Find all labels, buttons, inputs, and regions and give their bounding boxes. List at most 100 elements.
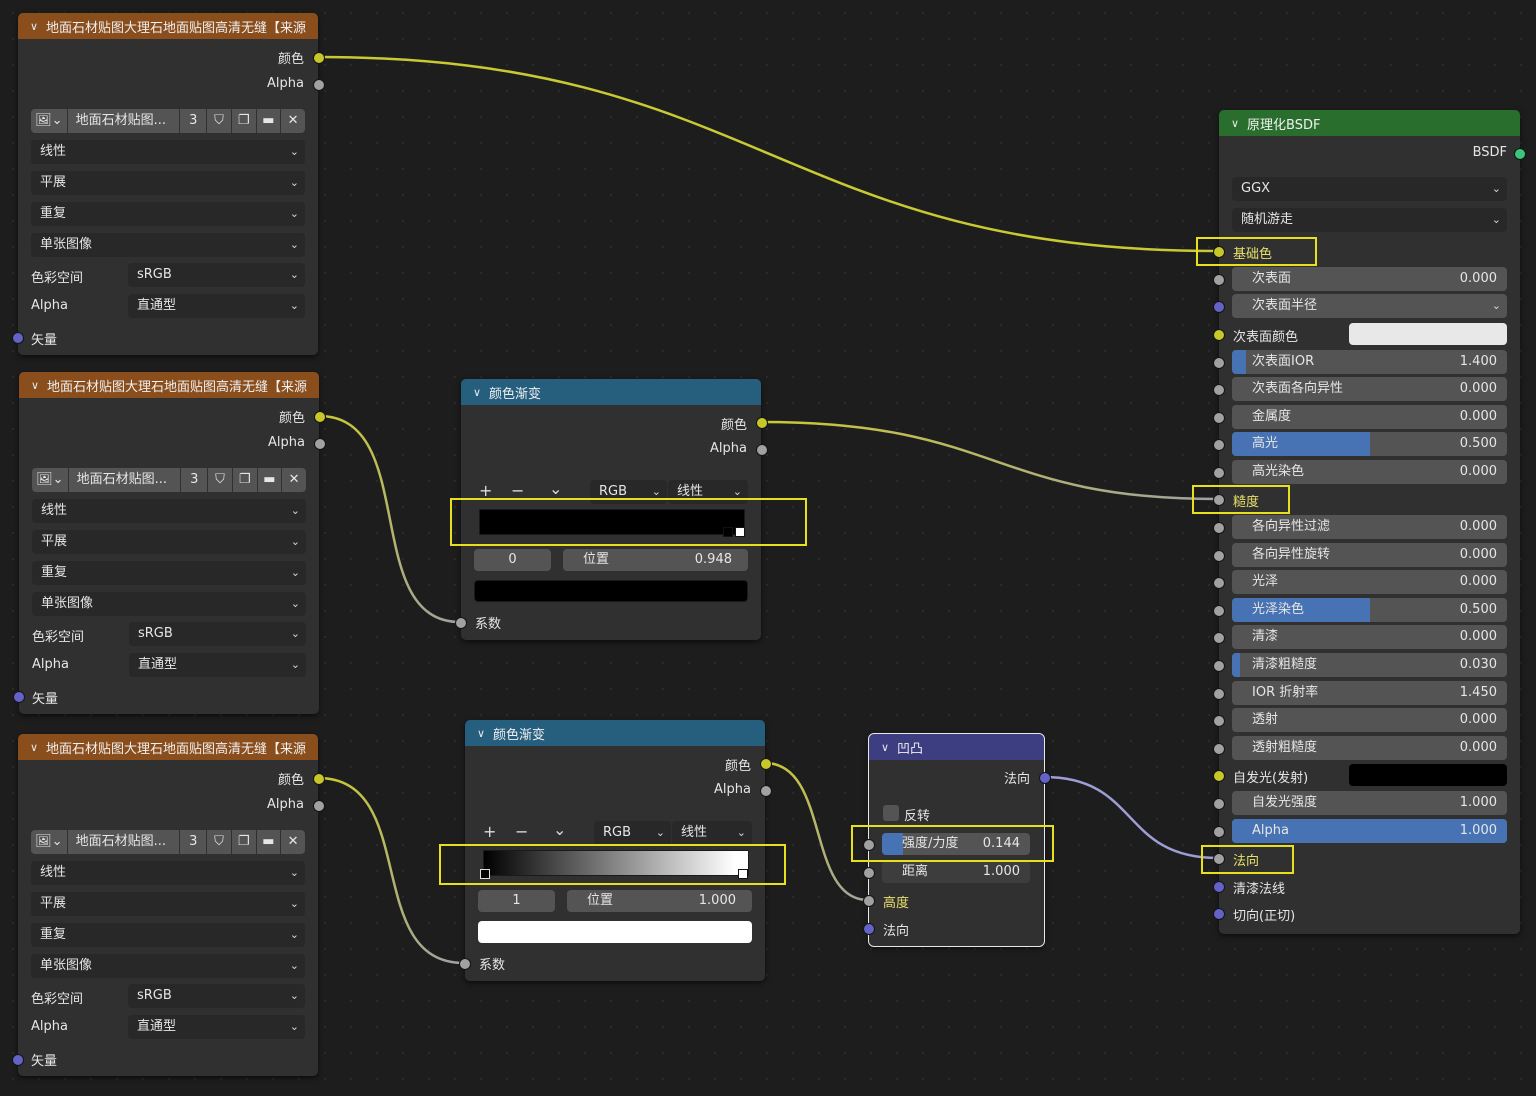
ramp2-color-output-socket[interactable] — [760, 758, 772, 770]
stop-color-swatch[interactable] — [474, 580, 748, 602]
fake-user-shield-icon[interactable]: ⛉ — [207, 109, 231, 133]
ramp1-fac-input-socket[interactable] — [455, 617, 467, 629]
alpha-mode-dropdown[interactable]: 直通型⌄ — [129, 653, 306, 677]
ramp1-color-output-socket[interactable] — [756, 417, 768, 429]
collapse-chevron-icon[interactable]: ∨ — [30, 740, 39, 754]
node-header[interactable]: ∨凹凸 — [869, 734, 1044, 760]
colorspace-dropdown[interactable]: sRGB⌄ — [129, 622, 306, 646]
node-header[interactable]: ∨地面石材贴图大理石地面贴图高清无缝【来源 — [18, 734, 318, 760]
image-name-field[interactable]: 地面石材贴图... — [68, 468, 181, 492]
image-texture-node-3[interactable]: ∨地面石材贴图大理石地面贴图高清无缝【来源 颜色 Alpha 🖼⌄ 地面石材贴图… — [18, 734, 318, 1076]
node-header[interactable]: ∨颜色渐变 — [465, 720, 765, 746]
color-mode-dropdown[interactable]: RGB⌄ — [590, 480, 667, 504]
image-browse-icon[interactable]: 🖼⌄ — [31, 830, 67, 854]
transmission-roughness-input-socket[interactable] — [1213, 743, 1225, 755]
tex2-color-output-socket[interactable] — [314, 411, 326, 423]
ramp-stop-black[interactable] — [480, 869, 490, 879]
tex1-color-output-socket[interactable] — [313, 52, 325, 64]
tex1-alpha-output-socket[interactable] — [313, 79, 325, 91]
tex3-alpha-output-socket[interactable] — [313, 800, 325, 812]
ramp2-fac-input-socket[interactable] — [459, 958, 471, 970]
collapse-chevron-icon[interactable]: ∨ — [473, 385, 482, 399]
bsdf-output-socket[interactable] — [1514, 148, 1526, 160]
color-ramp-gradient[interactable] — [479, 509, 745, 535]
node-header[interactable]: ∨原理化BSDF — [1219, 110, 1520, 136]
duplicate-icon[interactable]: ❐ — [232, 468, 257, 492]
tex2-vector-input-socket[interactable] — [13, 691, 25, 703]
tangent-input-socket[interactable] — [1213, 908, 1225, 920]
stop-color-swatch[interactable] — [478, 921, 752, 943]
clearcoat-normal-input-socket[interactable] — [1213, 881, 1225, 893]
remove-stop-icon[interactable]: − — [511, 481, 525, 500]
image-texture-node-1[interactable]: ∨地面石材贴图大理石地面贴图高清无缝【来源 颜色 Alpha 🖼⌄ 地面石材贴图… — [18, 13, 318, 355]
bump-normal-output-socket[interactable] — [1039, 772, 1051, 784]
bump-height-input-socket[interactable] — [863, 895, 875, 907]
alpha-input-socket[interactable] — [1213, 826, 1225, 838]
bump-distance-input-socket[interactable] — [863, 867, 875, 879]
source-dropdown[interactable]: 单张图像⌄ — [31, 233, 305, 257]
tex1-vector-input-socket[interactable] — [12, 332, 24, 344]
collapse-chevron-icon[interactable]: ∨ — [30, 19, 39, 33]
subsurface-input-socket[interactable] — [1213, 274, 1225, 286]
ramp-stop-black[interactable] — [723, 527, 733, 537]
unlink-close-icon[interactable]: ✕ — [281, 830, 305, 854]
image-texture-node-2[interactable]: ∨地面石材贴图大理石地面贴图高清无缝【来源 颜色 Alpha 🖼⌄ 地面石材贴图… — [19, 372, 319, 714]
remove-stop-icon[interactable]: − — [515, 822, 529, 841]
active-stop-index[interactable]: 1 — [478, 890, 555, 912]
specular-input-socket[interactable] — [1213, 439, 1225, 451]
fake-user-shield-icon[interactable]: ⛉ — [208, 468, 232, 492]
node-header[interactable]: ∨地面石材贴图大理石地面贴图高清无缝【来源 — [18, 13, 318, 39]
alpha-mode-dropdown[interactable]: 直通型⌄ — [128, 294, 305, 318]
collapse-chevron-icon[interactable]: ∨ — [477, 726, 486, 740]
add-stop-icon[interactable]: + — [483, 822, 497, 841]
specular-tint-input-socket[interactable] — [1213, 467, 1225, 479]
user-count[interactable]: 3 — [180, 109, 207, 133]
collapse-chevron-icon[interactable]: ∨ — [881, 740, 890, 754]
metallic-input-socket[interactable] — [1213, 412, 1225, 424]
duplicate-icon[interactable]: ❐ — [231, 830, 256, 854]
subsurface-radius-dropdown[interactable]: 次表面半径⌄ — [1232, 294, 1507, 318]
open-folder-icon[interactable]: ▬ — [257, 468, 282, 492]
image-browse-icon[interactable]: 🖼⌄ — [32, 468, 68, 492]
source-dropdown[interactable]: 单张图像⌄ — [31, 954, 305, 978]
duplicate-icon[interactable]: ❐ — [231, 109, 256, 133]
emission-strength-input-socket[interactable] — [1213, 798, 1225, 810]
emission-color-swatch[interactable] — [1349, 764, 1507, 786]
projection-dropdown[interactable]: 平展⌄ — [31, 892, 305, 916]
tex3-color-output-socket[interactable] — [313, 773, 325, 785]
extension-dropdown[interactable]: 重复⌄ — [31, 923, 305, 947]
ramp-stop-white[interactable] — [738, 869, 748, 879]
subsurface-radius-input-socket[interactable] — [1213, 301, 1225, 313]
source-dropdown[interactable]: 单张图像⌄ — [32, 592, 306, 616]
clearcoat-roughness-input-socket[interactable] — [1213, 660, 1225, 672]
unlink-close-icon[interactable]: ✕ — [281, 109, 305, 133]
user-count[interactable]: 3 — [181, 468, 208, 492]
ior-input-socket[interactable] — [1213, 688, 1225, 700]
color-ramp-gradient[interactable] — [483, 850, 749, 876]
interpolation-dropdown[interactable]: 线性⌄ — [32, 499, 306, 523]
active-stop-index[interactable]: 0 — [474, 549, 551, 571]
sheen-tint-input-socket[interactable] — [1213, 605, 1225, 617]
colorspace-dropdown[interactable]: sRGB⌄ — [128, 984, 305, 1008]
open-folder-icon[interactable]: ▬ — [256, 830, 281, 854]
